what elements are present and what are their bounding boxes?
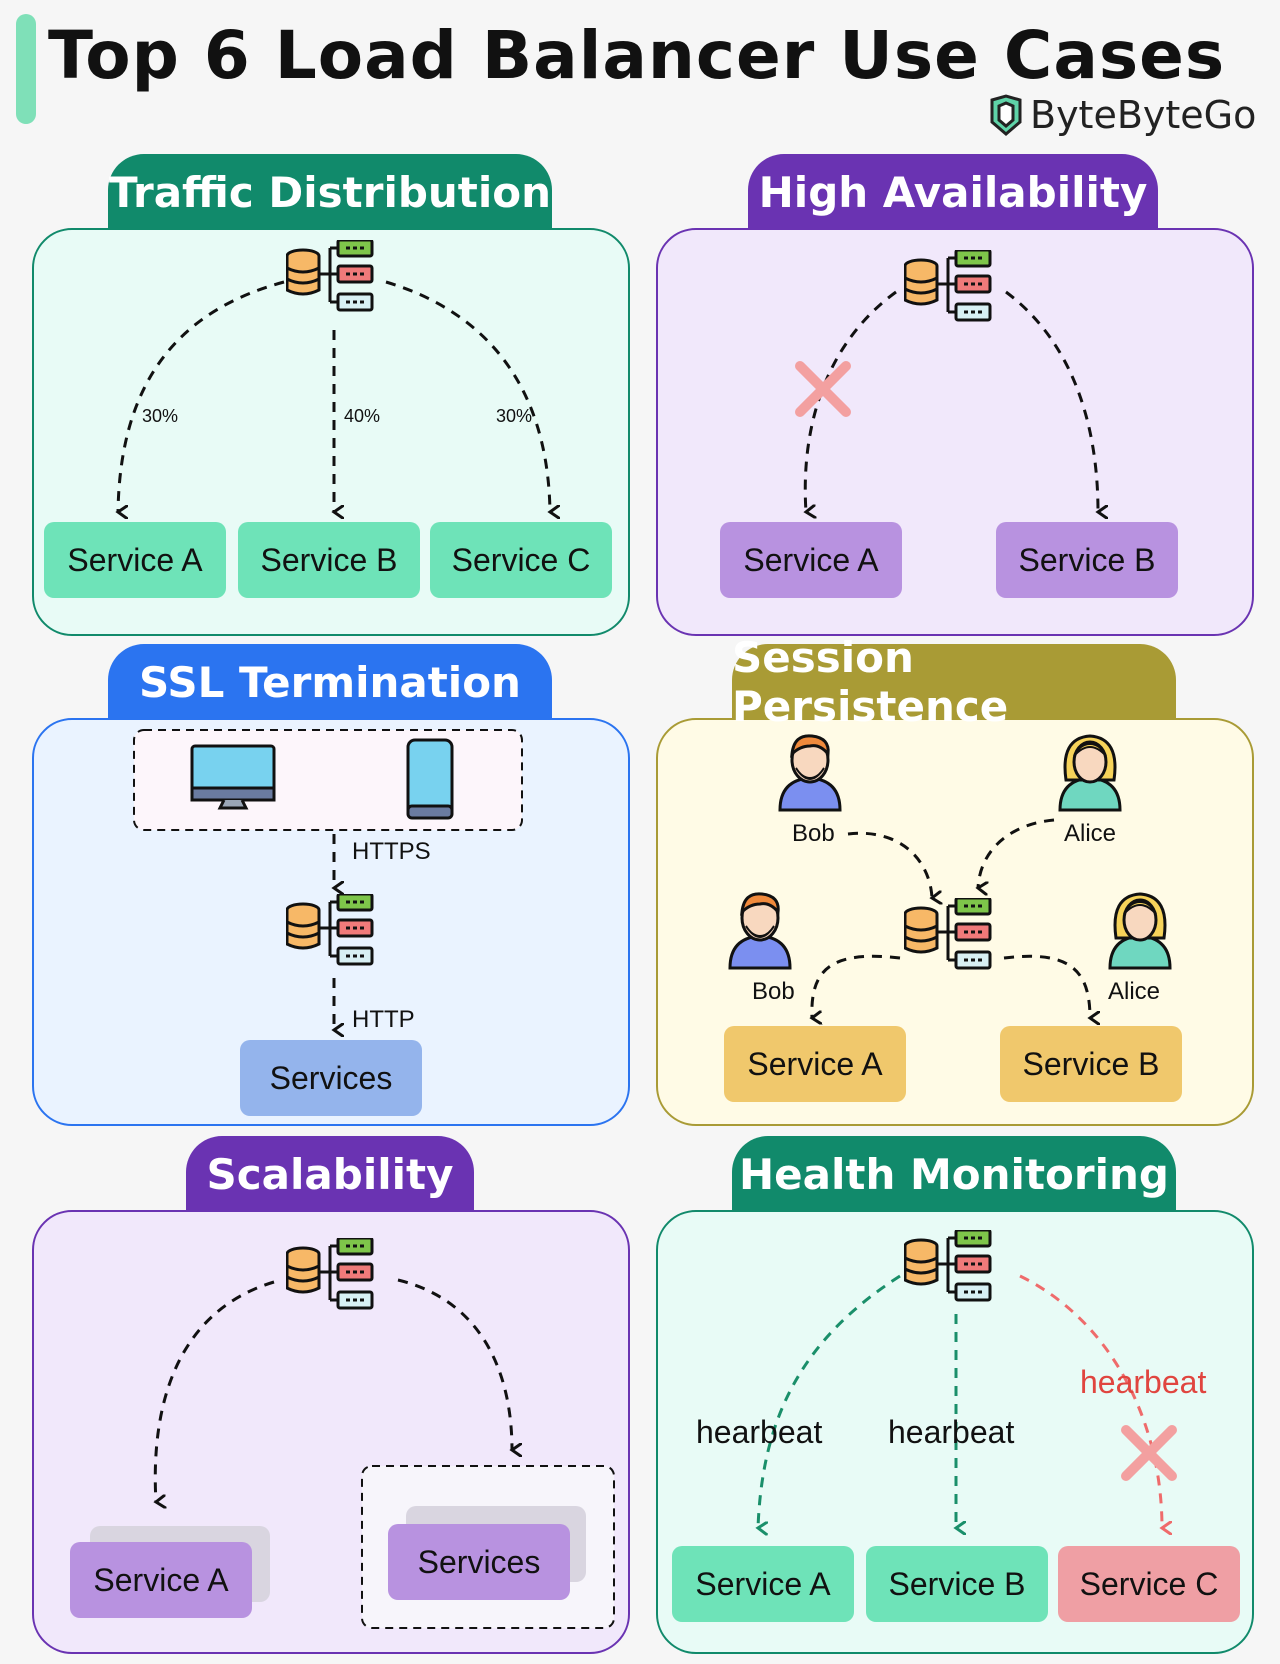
edge-lb-to-service-c-30 — [385, 280, 550, 512]
service-a-box: Service A — [44, 522, 226, 598]
edge-lb-to-service-a-bob — [812, 954, 901, 1018]
user-label-bob: Bob — [752, 978, 795, 1005]
edge-bob-to-lb — [847, 831, 932, 898]
database-server-stack-icon — [285, 1236, 378, 1323]
edge-heartbeat-service-c-failed — [1019, 1274, 1162, 1528]
database-server-stack-icon — [903, 248, 996, 335]
man-avatar-icon — [778, 734, 842, 812]
edge-lb-to-service-a-failed — [805, 290, 897, 512]
service-a-box: Service A — [70, 1542, 252, 1618]
heartbeat-label-service-a: hearbeat — [696, 1414, 823, 1450]
brand: ByteByteGo — [988, 92, 1256, 138]
traffic-distribution-title: Traffic Distribution — [108, 154, 552, 230]
health-monitoring-title: Health Monitoring — [732, 1136, 1176, 1212]
edge-lb-to-service-b — [1005, 290, 1098, 512]
database-server-stack-icon — [903, 1228, 996, 1315]
edge-lb-to-services-scaled — [397, 1278, 512, 1450]
database-server-stack-icon — [903, 896, 996, 983]
edge-lb-to-service-a-scaled — [155, 1280, 275, 1502]
weight-label-service-a: 30% — [142, 406, 179, 426]
service-a-box: Service A — [724, 1026, 906, 1102]
database-server-stack-icon — [285, 892, 378, 979]
weight-label-service-c: 30% — [496, 406, 533, 426]
user-label-bob: Bob — [792, 820, 835, 847]
man-avatar-icon — [728, 892, 792, 970]
service-c-box: Service C — [430, 522, 612, 598]
high-availability-title: High Availability — [748, 154, 1158, 230]
database-server-stack-icon — [285, 238, 378, 325]
woman-avatar-icon — [1058, 734, 1122, 812]
edge-heartbeat-service-a — [758, 1274, 901, 1528]
edge-lb-to-service-b-alice — [1003, 954, 1090, 1018]
title-accent-bar — [16, 14, 36, 124]
user-label-alice: Alice — [1108, 978, 1161, 1005]
service-c-box: Service C — [1058, 1546, 1240, 1622]
bytebytego-logo-icon — [990, 94, 1022, 136]
smartphone-icon — [406, 738, 454, 820]
page-title: Top 6 Load Balancer Use Cases — [48, 17, 1226, 94]
service-b-box: Service B — [866, 1546, 1048, 1622]
edge-alice-to-lb — [978, 818, 1055, 888]
heartbeat-label-service-c-failed: hearbeat — [1080, 1364, 1207, 1400]
x-mark-icon — [795, 361, 851, 417]
weight-label-service-b: 40% — [344, 406, 381, 426]
ssl-termination-title: SSL Termination — [108, 644, 552, 720]
services-box: Services — [240, 1040, 422, 1116]
http-label: HTTP — [352, 1006, 415, 1033]
https-label: HTTPS — [352, 838, 431, 865]
edge-lb-to-service-a-30 — [118, 280, 285, 512]
user-label-alice: Alice — [1064, 820, 1117, 847]
service-b-box: Service B — [238, 522, 420, 598]
heartbeat-label-service-b: hearbeat — [888, 1414, 1015, 1450]
x-mark-icon — [1121, 1425, 1177, 1481]
brand-name: ByteByteGo — [1030, 93, 1257, 137]
service-b-box: Service B — [1000, 1026, 1182, 1102]
service-b-box: Service B — [996, 522, 1178, 598]
service-a-box: Service A — [672, 1546, 854, 1622]
scalability-title: Scalability — [186, 1136, 474, 1212]
desktop-monitor-icon — [190, 744, 276, 810]
services-box: Services — [388, 1524, 570, 1600]
service-a-box: Service A — [720, 522, 902, 598]
woman-avatar-icon — [1108, 892, 1172, 970]
